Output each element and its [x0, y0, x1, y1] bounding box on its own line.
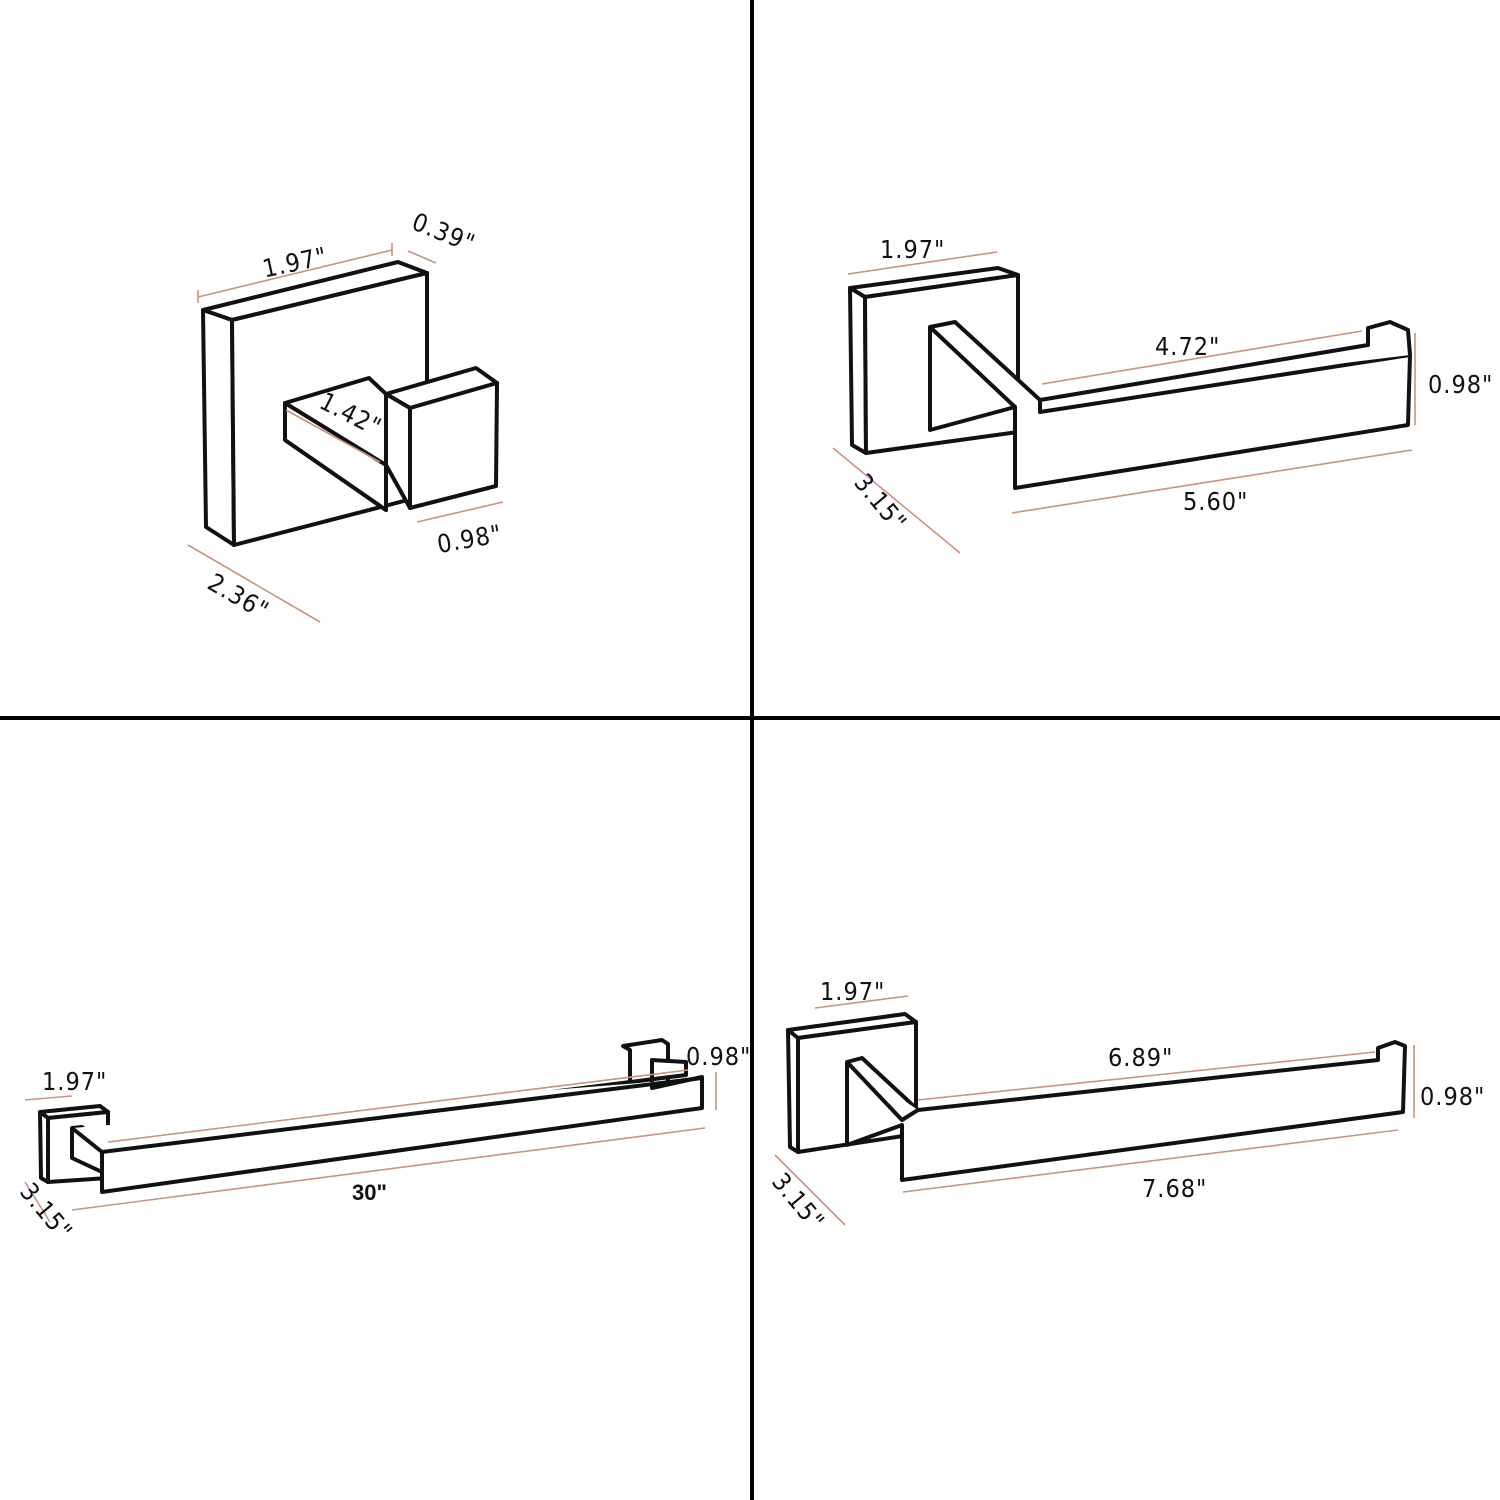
paper-inner-label: 4.72" [1155, 332, 1220, 361]
towel-holder-plate-label: 1.97" [820, 977, 885, 1006]
towel-holder-height-label: 0.98" [1420, 1082, 1485, 1111]
paper-plate-height-label: 3.15" [848, 468, 912, 537]
horizontal-divider [0, 716, 1500, 720]
bar-plate-label: 1.97" [42, 1067, 107, 1096]
robe-hook-drawing [187, 243, 504, 623]
vertical-divider [750, 0, 754, 1500]
bar-plate-height-label: 3.15" [14, 1177, 78, 1246]
towel-bar-drawing [24, 1038, 717, 1223]
hand-towel-holder-drawing [774, 995, 1415, 1226]
hook-height-label: 2.36" [203, 568, 274, 626]
hook-depth-label: 0.39" [408, 207, 480, 258]
hook-face-label: 0.98" [435, 519, 504, 559]
paper-length-label: 5.60" [1183, 487, 1248, 516]
paper-height-label: 0.98" [1428, 370, 1493, 399]
bar-height-label: 0.98" [686, 1042, 751, 1071]
paper-plate-label: 1.97" [880, 235, 945, 264]
paper-holder-drawing [832, 251, 1416, 554]
towel-holder-length-label: 7.68" [1142, 1174, 1207, 1203]
hook-width-label: 1.97" [260, 242, 330, 284]
towel-holder-inner-label: 6.89" [1108, 1043, 1173, 1072]
bar-length-label: 30" [352, 1180, 387, 1205]
